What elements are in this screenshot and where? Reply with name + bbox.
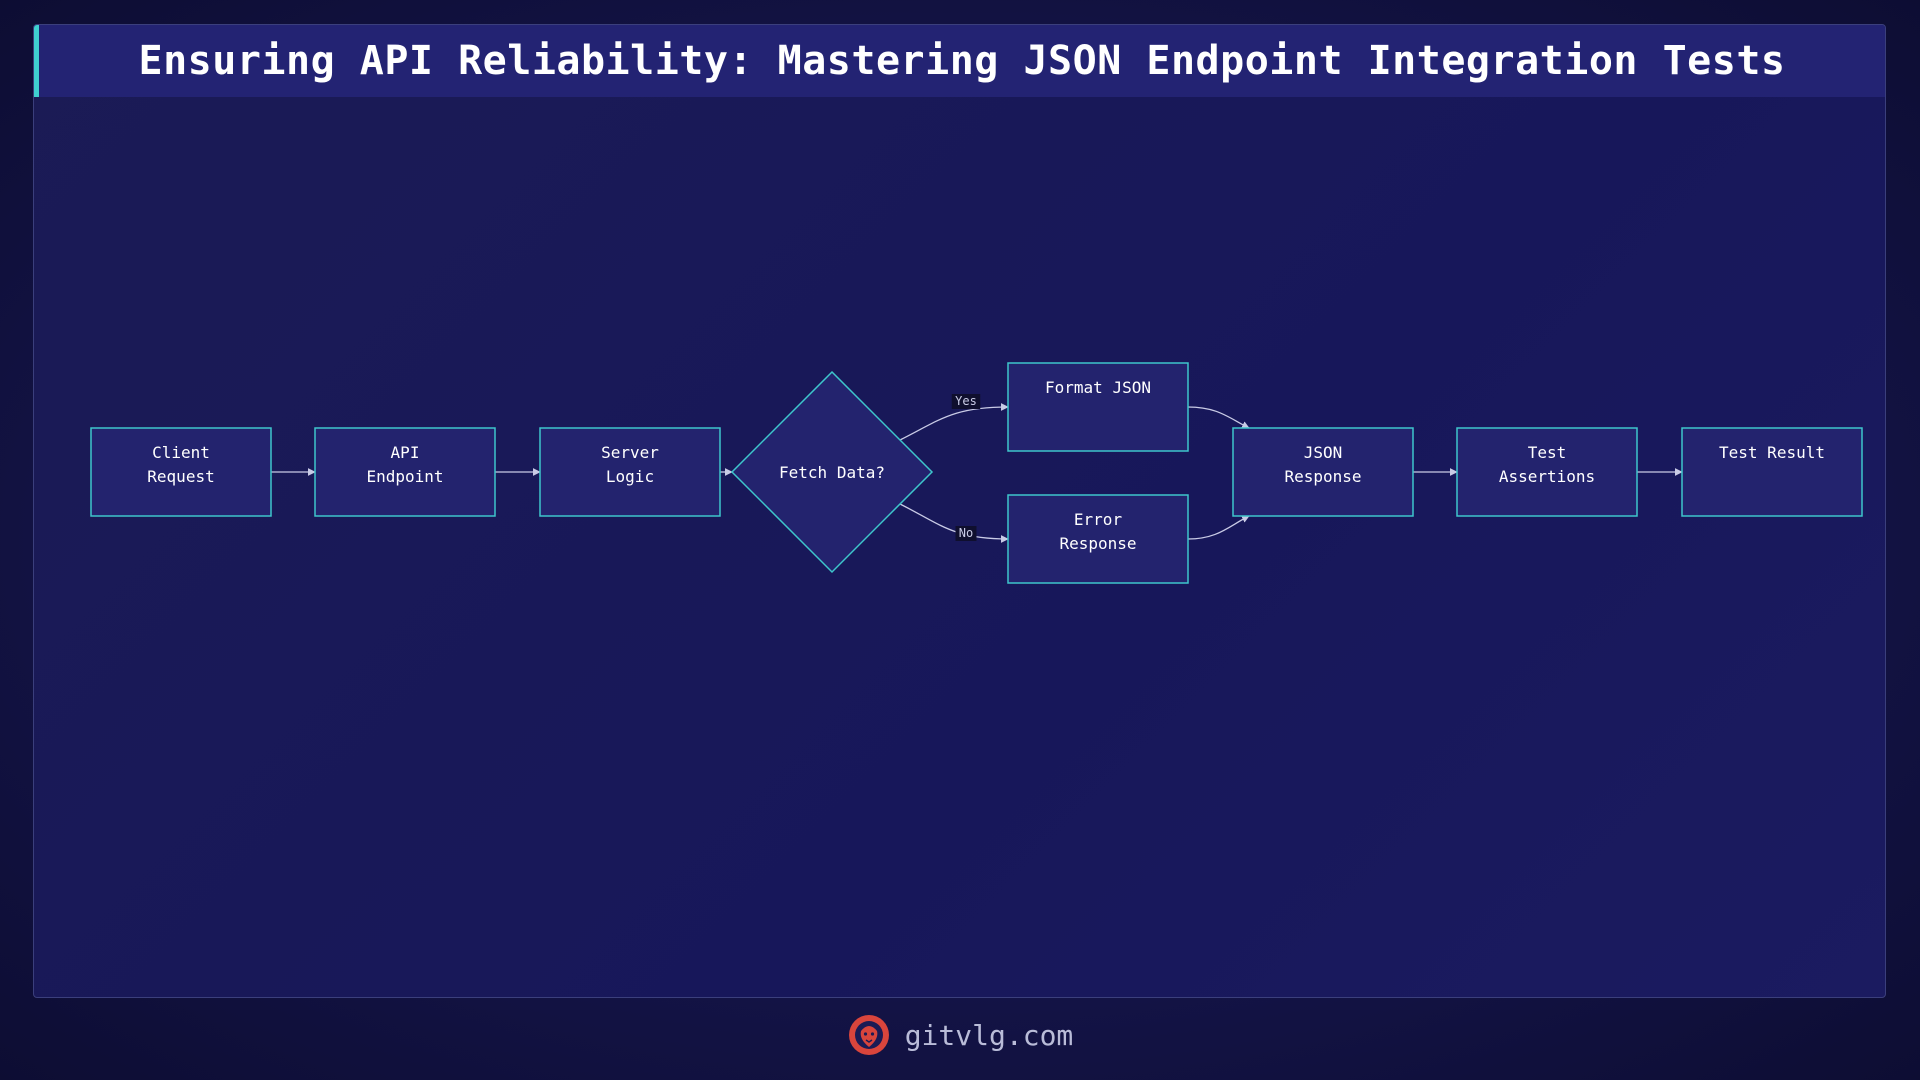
node-shape-server-logic — [539, 427, 721, 517]
edge-fetch-data-to-format-json — [899, 403, 1009, 441]
edge-label-bg — [951, 394, 981, 409]
node-label-api-endpoint: Endpoint — [366, 467, 443, 486]
node-shape-fetch-data — [730, 370, 934, 574]
edge-format-json-to-json-response — [1187, 406, 1250, 429]
node-shape-test-assertions — [1456, 427, 1638, 517]
node-label-error-response: Response — [1059, 534, 1136, 553]
node-label-test-assertions: Assertions — [1499, 467, 1595, 486]
node-shape-json-response — [1232, 427, 1414, 517]
node-label-test-assertions: Test — [1528, 443, 1567, 462]
footer: gitvlg.com — [0, 1010, 1920, 1060]
node-label-server-logic: Logic — [606, 467, 654, 486]
lion-logo-icon — [848, 1015, 889, 1055]
node-shape-api-endpoint — [314, 427, 496, 517]
edge-label-no: No — [959, 526, 973, 540]
node-shape-error-response — [1007, 494, 1189, 584]
footer-site-link[interactable]: gitvlg.com — [904, 1018, 1074, 1052]
node-label-client-request: Client — [152, 443, 210, 462]
node-format-json: Format JSON — [1007, 362, 1189, 452]
node-label-json-response: JSON — [1304, 443, 1343, 462]
node-label-test-result: Test Result — [1719, 443, 1825, 462]
title-bar: Ensuring API Reliability: Mastering JSON… — [34, 25, 1885, 97]
edge-fetch-data-to-error-response — [899, 503, 1009, 543]
node-label-api-endpoint: API — [391, 443, 420, 462]
node-shape-test-result — [1681, 427, 1863, 517]
node-label-json-response: Response — [1284, 467, 1361, 486]
node-label-server-logic: Server — [601, 443, 659, 462]
node-label-format-json: Format JSON — [1045, 378, 1151, 397]
edge-label-bg — [955, 526, 977, 541]
diagram-frame: Ensuring API Reliability: Mastering JSON… — [33, 24, 1886, 998]
node-shape-client-request — [90, 427, 272, 517]
page-title: Ensuring API Reliability: Mastering JSON… — [138, 38, 1786, 84]
edge-error-response-to-json-response — [1187, 515, 1250, 540]
node-shape-format-json — [1007, 362, 1189, 452]
node-label-error-response: Error — [1074, 510, 1123, 529]
node-fetch-data: Fetch Data? — [730, 370, 934, 574]
node-api-endpoint: API Endpoint — [314, 427, 496, 517]
node-test-result: Test Result — [1681, 427, 1863, 517]
node-label-client-request: Request — [147, 467, 214, 486]
node-json-response: JSON Response — [1232, 427, 1414, 517]
edge-label-yes: Yes — [955, 394, 977, 408]
node-label-fetch-data: Fetch Data? — [779, 463, 885, 482]
